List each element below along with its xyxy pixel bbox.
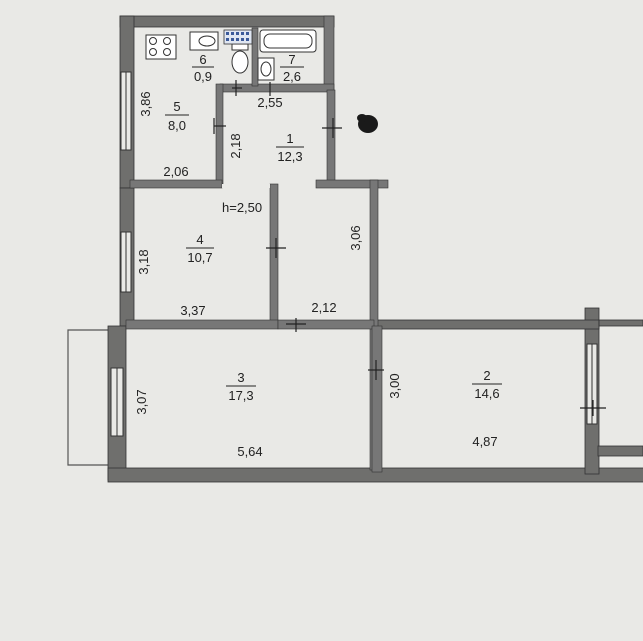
dimension-label: 2,06 [163,164,188,179]
room-3-label: 3 17,3 [226,370,256,403]
dimension-label: 4,87 [472,434,497,449]
bathtub-icon [259,29,317,53]
room-number: 2 [483,368,490,383]
stove-icon [145,34,177,60]
dimension-label: 2,12 [311,300,336,315]
interior-walls [125,15,389,473]
dimension-label: 3,37 [180,303,205,318]
room-number: 5 [173,99,180,114]
dimension-label: 3,07 [134,389,149,414]
dimension-label: 5,64 [237,444,262,459]
dimension-label: 3,00 [387,373,402,398]
dimension-label: 3,86 [138,91,153,116]
balcony-outline [67,329,108,466]
wall-inner-fill [222,184,270,188]
room-area: 17,3 [228,388,253,403]
room-1-label: 1 12,3 [276,131,304,164]
room-area: 2,6 [283,69,301,84]
window-icon [110,71,598,437]
room-number: 6 [199,52,206,67]
ceiling-height-label: h=2,50 [222,200,262,215]
sink-icon [189,31,219,51]
washbasin-icon [257,57,275,81]
room-7-label: 7 2,6 [280,52,304,84]
toilet-icon [231,43,249,74]
room-4-label: 4 10,7 [186,232,214,265]
room-number: 7 [288,52,295,67]
room-2-label: 2 14,6 [472,368,502,401]
dimension-label: 3,18 [136,249,151,274]
room-number: 3 [237,370,244,385]
room-number: 4 [196,232,203,247]
room-6-label: 6 0,9 [192,52,214,84]
room-area: 8,0 [168,118,186,133]
room-area: 12,3 [277,149,302,164]
dimension-label: 3,06 [348,225,363,250]
dimension-label: 2,18 [228,133,243,158]
dimension-label: 2,55 [257,95,282,110]
room-area: 14,6 [474,386,499,401]
ink-blot-mark [357,114,378,133]
room-5-label: 5 8,0 [165,99,189,133]
tile-pattern-icon [223,29,253,45]
room-area: 0,9 [194,69,212,84]
room-area: 10,7 [187,250,212,265]
door-icon [213,80,606,416]
room-number: 1 [286,131,293,146]
